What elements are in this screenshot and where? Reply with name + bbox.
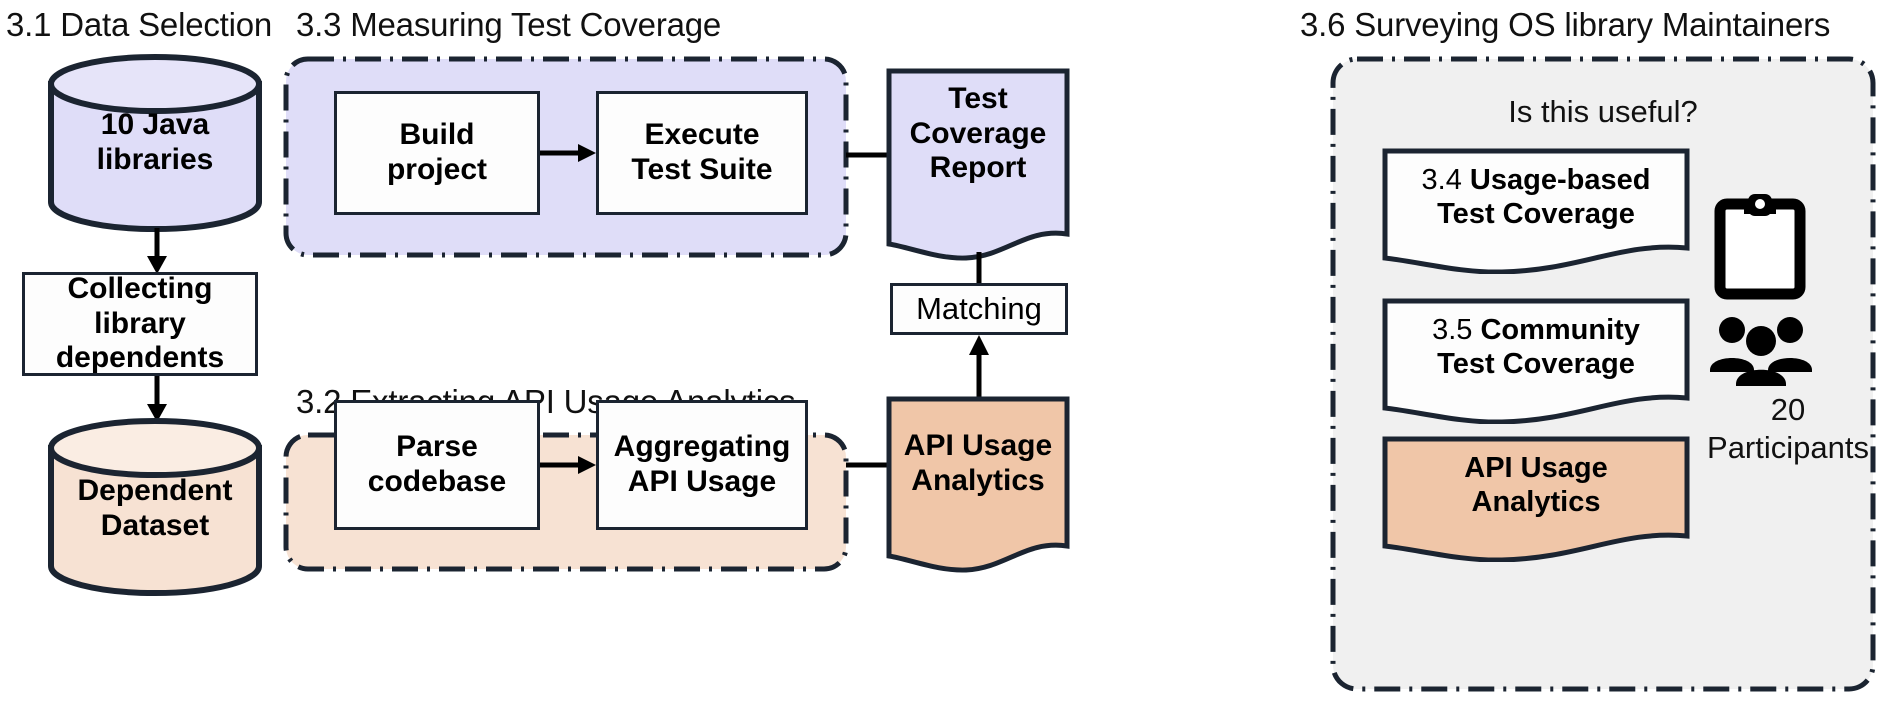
collect-line3: dependents: [55, 341, 225, 375]
agg-line1: Aggregating: [613, 430, 791, 464]
document-usage-based-test-coverage: [1382, 148, 1690, 274]
database-10-java-libraries-label: 10 Java libraries: [46, 82, 264, 202]
arrow-db-to-collecting: [140, 228, 174, 274]
document-community-test-coverage: [1382, 298, 1690, 424]
exec-line1: Execute: [644, 118, 760, 152]
collect-line1: Collecting: [67, 271, 213, 305]
collect-line2: library: [94, 306, 186, 340]
document-api-usage-analytics: [886, 396, 1070, 574]
participants-count: 20: [1770, 392, 1806, 427]
database-dependent-dataset: [46, 418, 264, 596]
process-execute-test-suite[interactable]: Execute Test Suite: [596, 91, 808, 215]
build-line2: project: [386, 153, 488, 186]
process-build-project[interactable]: Build project: [334, 91, 540, 215]
process-collecting-library-dependents[interactable]: Collecting library dependents: [22, 272, 258, 376]
db-src-line1: 10 Java: [100, 107, 210, 141]
parse-line2: codebase: [367, 465, 507, 498]
arrow-parse-to-aggregating: [540, 450, 596, 480]
section-title-3-6: 3.6 Surveying OS library Maintainers: [1300, 6, 1831, 43]
matching-label: Matching: [916, 291, 1042, 327]
process-matching[interactable]: Matching: [890, 283, 1068, 335]
process-aggregating-api-usage[interactable]: Aggregating API Usage: [596, 400, 808, 530]
participants-label: Participants: [1707, 430, 1869, 465]
clipboard-icon: [1714, 190, 1806, 300]
db-src-line2: libraries: [96, 143, 214, 176]
agg-line2: API Usage: [627, 465, 777, 498]
exec-line2: Test Suite: [631, 153, 773, 186]
arrow-build-to-execute: [540, 138, 596, 168]
process-parse-codebase[interactable]: Parse codebase: [334, 400, 540, 530]
db-out-line2: Dataset: [100, 509, 210, 542]
section-title-3-3: 3.3 Measuring Test Coverage: [296, 6, 722, 43]
section-title-3-1: 3.1 Data Selection: [6, 6, 273, 43]
db-out-line1: Dependent: [77, 473, 233, 507]
people-group-icon: [1706, 314, 1816, 386]
build-line1: Build: [399, 118, 475, 152]
arrow-analytics-to-matching: [962, 335, 996, 399]
survey-question: Is this useful?: [1508, 94, 1698, 129]
parse-line1: Parse: [396, 430, 478, 464]
document-test-coverage-report: [886, 68, 1070, 264]
database-dependent-dataset-label: Dependent Dataset: [46, 448, 264, 568]
document-survey-api-usage-analytics: [1382, 436, 1690, 562]
arrow-collecting-to-dataset: [140, 376, 174, 422]
